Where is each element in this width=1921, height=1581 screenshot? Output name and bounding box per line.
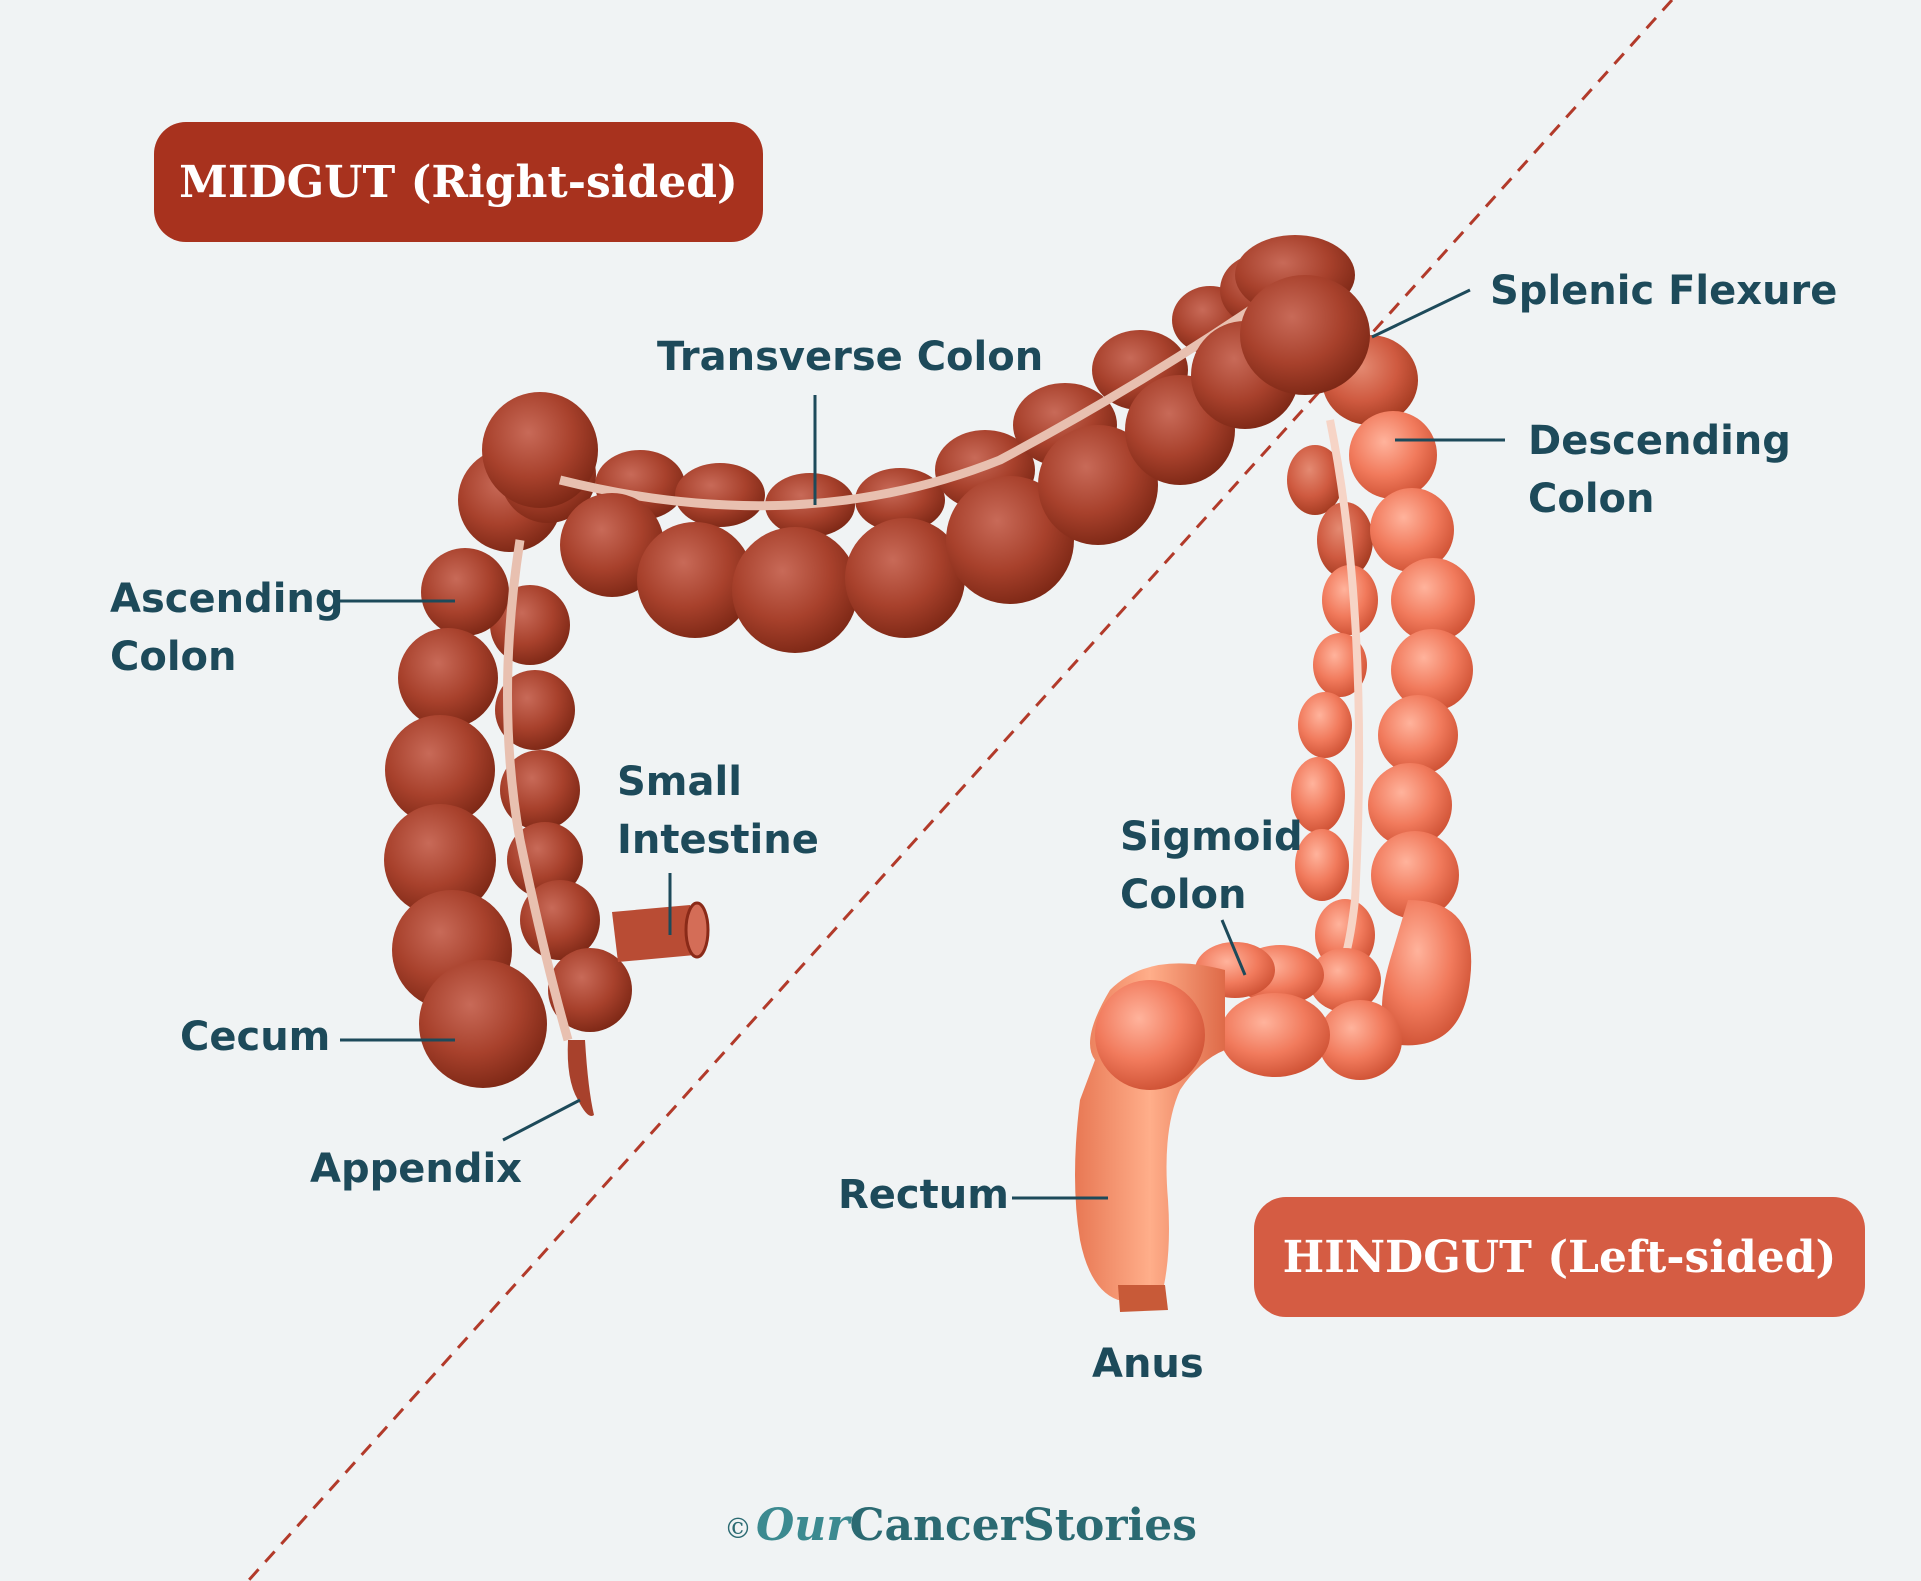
label-appendix: Appendix (310, 1146, 522, 1192)
label-ascending-line1: Ascending (110, 576, 344, 622)
appendix-shape (567, 1040, 594, 1116)
label-descending-line1: Descending (1528, 418, 1791, 464)
descending-colon-shape (1287, 411, 1475, 1046)
label-cecum: Cecum (180, 1014, 331, 1060)
label-sigmoid-colon: Sigmoid Colon (1120, 808, 1303, 924)
ascending-colon-shape (384, 392, 632, 1088)
rectum-shape (1075, 963, 1225, 1312)
midgut-region-label: MIDGUT (Right-sided) (154, 122, 763, 242)
pointer-lines (340, 288, 1505, 1200)
label-splenic-flexure: Splenic Flexure (1490, 268, 1838, 314)
small-intestine-shape (612, 901, 710, 962)
label-rectum: Rectum (838, 1172, 1009, 1218)
transverse-colon-shape (558, 254, 1300, 653)
label-small-intestine: Small Intestine (617, 753, 819, 869)
label-ascending-line2: Colon (110, 634, 237, 680)
label-descending-colon: Descending Colon (1528, 412, 1791, 528)
label-anus: Anus (1092, 1341, 1204, 1387)
midgut-hindgut-divider (246, 0, 1674, 1581)
label-transverse-colon: Transverse Colon (657, 334, 1044, 380)
copyright-symbol: © (723, 1512, 752, 1545)
label-sigmoid-line1: Sigmoid (1120, 814, 1303, 860)
label-descending-line2: Colon (1528, 476, 1655, 522)
label-small-intestine-line2: Intestine (617, 817, 819, 863)
sigmoid-colon-shape (1195, 942, 1402, 1080)
brand-name: CancerStories (849, 1500, 1198, 1551)
hindgut-region-label: HINDGUT (Left-sided) (1254, 1197, 1865, 1317)
brand-footer: ©OurCancerStories (0, 1500, 1921, 1551)
brand-our: Our (755, 1500, 850, 1551)
label-sigmoid-line2: Colon (1120, 872, 1247, 918)
label-small-intestine-line1: Small (617, 759, 742, 805)
label-ascending-colon: Ascending Colon (110, 570, 344, 686)
splenic-flexure-shape (1235, 235, 1418, 425)
